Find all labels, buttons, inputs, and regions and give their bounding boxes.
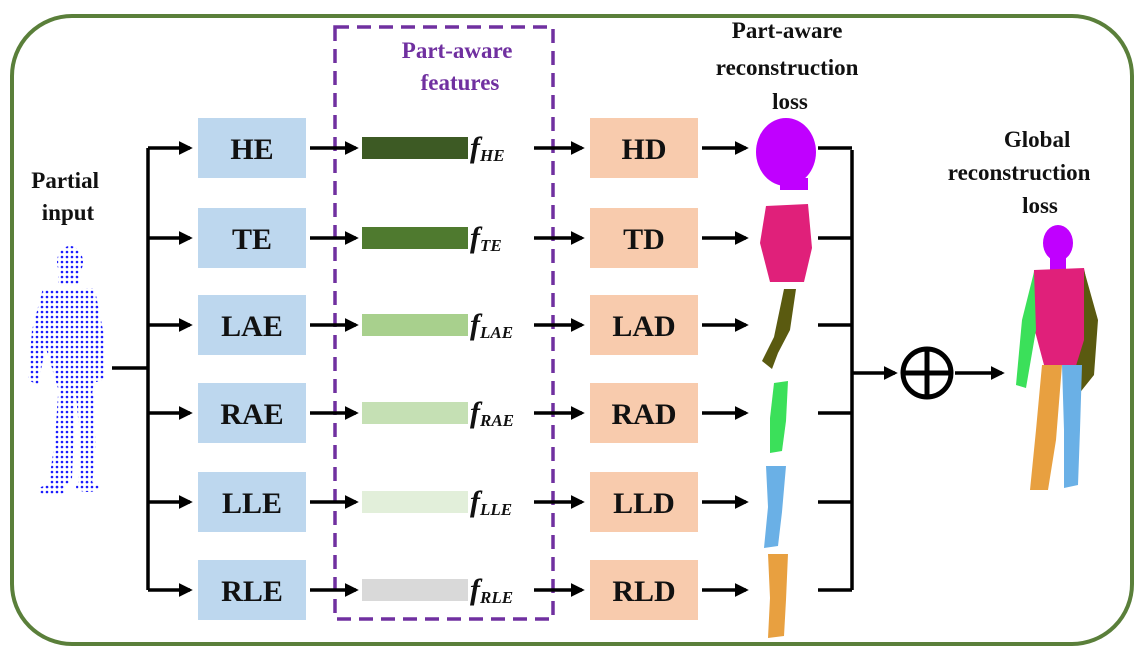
encoder-box [198,118,306,178]
decoder-label: TD [623,223,665,256]
encoder-label: RAE [220,398,283,431]
encoder-box [198,383,306,443]
feature-symbol: fLAE [470,308,513,342]
decoder-label: RAD [612,398,677,431]
feature-bar [362,137,468,159]
right-arm-reconstruction [770,381,788,453]
concatenation-symbol [900,346,954,400]
feature-bar [362,227,468,249]
decoder-box [590,295,698,355]
partial-input-label: Partial input [31,168,104,225]
decoder-box [590,118,698,178]
row-lle: LLE fLLE LLD [148,466,852,548]
encoder-box [198,208,306,268]
part-aware-features-label: Part-aware features [402,38,518,95]
encoder-label: LAE [221,310,283,343]
partial-input-point-cloud [28,246,104,495]
merge-connector [850,150,898,590]
input-branch-connector [112,148,150,590]
row-rle: RLE fRLE RLD [148,554,852,638]
feature-symbol: fRLE [470,573,513,607]
encoder-box [198,295,306,355]
outer-frame [10,14,1134,646]
torso-reconstruction [760,204,812,282]
feature-symbol: fTE [470,221,502,255]
decoder-label: RLD [612,575,675,608]
left-leg-reconstruction [764,466,786,548]
right-leg-reconstruction [768,554,788,638]
global-loss-label: Global reconstruction loss [948,127,1096,218]
row-lae: LAE fLAE LAD [148,289,852,369]
feature-bar [362,314,468,336]
feature-bar [362,491,468,513]
part-aware-loss-label: Part-aware reconstruction loss [716,18,864,114]
encoder-box [198,472,306,532]
feature-bar [362,579,468,601]
decoder-box [590,560,698,620]
feature-symbol: fHE [470,131,505,165]
part-aware-features-box [333,25,555,621]
feature-symbol: fLLE [470,485,512,519]
encoder-label: RLE [221,575,283,608]
encoder-label: HE [230,133,273,166]
row-te: TE fTE TD [148,204,852,282]
row-he: HE fHE HD [148,118,852,190]
decoder-box [590,208,698,268]
encoder-label: LLE [222,487,282,520]
encoder-label: TE [232,223,272,256]
feature-symbol: fRAE [470,396,514,430]
encoder-decoder-rows: HE fHE HD TE fTE TD LAE fLAE LAD RAE fRAE RAD LLE fLL… [148,118,852,638]
left-arm-reconstruction [762,289,796,369]
decoder-box [590,472,698,532]
encoder-box [198,560,306,620]
feature-bar [362,402,468,424]
global-reconstruction-figure [1016,225,1098,490]
decoder-box [590,383,698,443]
decoder-label: HD [622,133,667,166]
decoder-label: LLD [613,487,675,520]
head-reconstruction [756,118,816,190]
decoder-label: LAD [612,310,675,343]
row-rae: RAE fRAE RAD [148,381,852,453]
